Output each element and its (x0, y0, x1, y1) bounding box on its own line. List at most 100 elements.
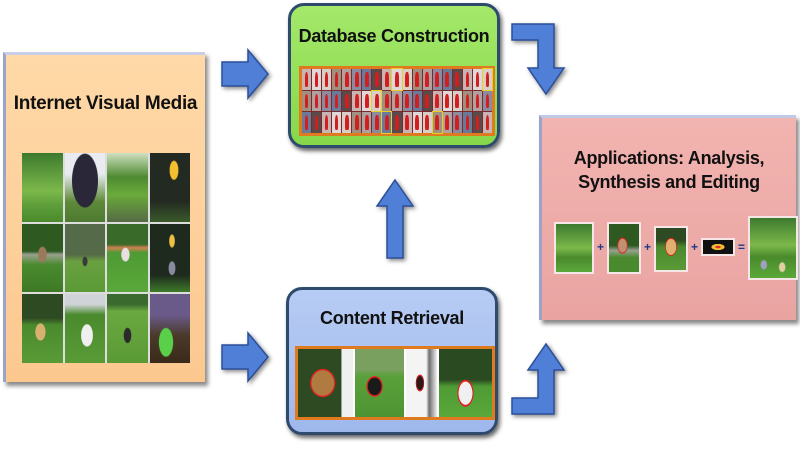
database-person-cell (352, 90, 362, 112)
arrow-ivm-to-database (221, 47, 270, 101)
photo-green-frisbee (149, 294, 190, 363)
dog-cutout-thumb (654, 226, 688, 272)
database-person-cell (481, 68, 493, 91)
database-person-cell (452, 112, 462, 133)
database-person-cell (392, 112, 402, 133)
photo-white-dog (64, 294, 105, 363)
database-person-cell (362, 69, 372, 90)
database-person-cell (462, 112, 472, 133)
database-person-cell (302, 90, 312, 112)
plus-sign: + (597, 240, 605, 254)
database-person-cell (422, 112, 432, 133)
plus-sign: + (691, 240, 699, 254)
database-person-cell (472, 69, 482, 90)
photo-boy-baseball (107, 223, 148, 293)
database-person-cell (412, 90, 422, 112)
database-person-cell (372, 112, 382, 133)
person-cutout-thumb (607, 222, 641, 274)
database-person-cell (422, 90, 432, 112)
database-person-cell (391, 68, 403, 91)
database-person-cell (422, 69, 432, 90)
photo-park-trees (22, 153, 63, 222)
background-park-thumb (554, 222, 594, 274)
photo-lawn (107, 153, 148, 222)
retrieved-dogs-strip (295, 346, 495, 420)
content-retrieval-box: Content Retrieval (286, 287, 498, 435)
database-person-cell (452, 90, 462, 112)
database-person-cell (482, 90, 492, 112)
right-arrow-icon (221, 330, 269, 384)
retrieved-dog-brown (298, 349, 354, 417)
internet-visual-media-box: Internet Visual Media (3, 52, 205, 382)
database-person-cell (332, 90, 342, 112)
equals-sign: = (738, 240, 746, 254)
database-person-cell (381, 111, 393, 134)
database-person-cell (322, 112, 332, 133)
photo-dark-tree (64, 153, 105, 222)
database-person-cell (312, 90, 322, 112)
database-person-cell (432, 69, 442, 90)
up-arrow-icon (375, 178, 415, 259)
arrow-retrieval-to-applications (511, 342, 568, 416)
photo-frisbee-catch (149, 223, 190, 293)
database-person-cell (462, 69, 472, 90)
arrow-retrieval-to-database (375, 178, 415, 260)
database-person-cell (402, 112, 412, 133)
applications-box: Applications: Analysis, Synthesis and Ed… (539, 115, 798, 320)
segmented-person-database-strip (299, 66, 495, 136)
frisbee-cutout-thumb (701, 238, 735, 256)
database-construction-title: Database Construction (298, 26, 490, 46)
database-person-cell (382, 90, 392, 112)
photo-man-throwing (22, 223, 63, 293)
photo-black-dog (107, 294, 148, 363)
database-person-cell (322, 69, 332, 90)
applications-title-line-1: Applications: Analysis, (573, 148, 765, 168)
database-person-cell (352, 69, 362, 90)
plus-sign: + (644, 240, 652, 254)
database-person-cell (472, 90, 482, 112)
database-person-cell (482, 112, 492, 133)
database-person-cell (342, 69, 352, 90)
photo-frisbee-night (149, 153, 190, 222)
database-person-cell (332, 69, 342, 90)
photo-dog-jumping (22, 294, 63, 363)
photo-person-field (64, 223, 105, 293)
database-person-cell (432, 90, 442, 112)
bent-up-arrow-icon (511, 342, 566, 415)
retrieved-dog-small (405, 349, 437, 417)
database-person-cell (302, 69, 312, 90)
bent-down-arrow-icon (511, 23, 566, 96)
database-person-cell (371, 89, 383, 113)
applications-title-line-2: Synthesis and Editing (578, 172, 760, 192)
database-person-cell (472, 112, 482, 133)
database-person-cell (352, 112, 362, 133)
database-person-cell (402, 90, 412, 112)
database-person-cell (342, 90, 352, 112)
database-person-cell (332, 112, 342, 133)
database-person-cell (322, 90, 332, 112)
database-person-cell (302, 112, 312, 133)
database-person-cell (312, 69, 322, 90)
database-person-cell (342, 112, 352, 133)
database-person-cell (462, 90, 472, 112)
database-person-cell (372, 69, 382, 90)
database-person-cell (312, 112, 322, 133)
applications-title: Applications: Analysis, Synthesis and Ed… (542, 146, 796, 194)
database-person-cell (442, 90, 452, 112)
database-person-cell (412, 69, 422, 90)
retrieved-dog-black-white (355, 349, 404, 417)
database-person-cell (412, 112, 422, 133)
database-person-cell (452, 69, 462, 90)
composition-equation: + + + = (548, 216, 798, 280)
right-arrow-icon (221, 47, 269, 101)
database-person-cell (442, 69, 452, 90)
database-person-cell (382, 69, 392, 90)
database-construction-box: Database Construction (288, 3, 500, 148)
arrow-database-to-applications (511, 23, 568, 96)
composited-result-thumb (748, 216, 798, 280)
retrieved-dog-running (438, 349, 492, 417)
database-person-cell (392, 90, 402, 112)
database-person-cell (402, 69, 412, 90)
content-retrieval-title: Content Retrieval (320, 308, 464, 328)
internet-visual-media-title: Internet Visual Media (13, 93, 198, 114)
